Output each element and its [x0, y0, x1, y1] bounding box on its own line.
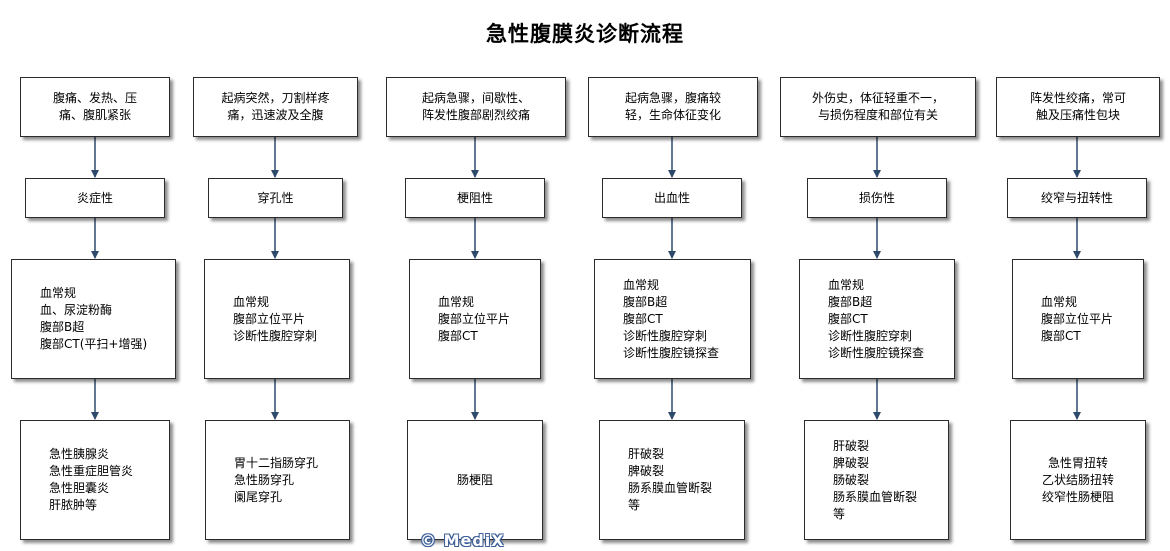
exam-text: 血常规 血、尿淀粉酶 腹部B超 腹部CT(平扫+增强): [40, 286, 148, 351]
type-box-hemorrhage: 出血性: [602, 178, 742, 218]
exam-text: 血常规 腹部立位平片 腹部CT: [438, 294, 511, 343]
type-box-injury: 损伤性: [807, 178, 947, 218]
diagnosis-box-hemorrhage: 肝破裂 脾破裂 肠系膜血管断裂 等: [599, 420, 745, 540]
symptom-box-injury: 外伤史，体征轻重不一， 与损伤程度和部位有关: [780, 77, 976, 137]
exam-text: 血常规 腹部立位平片 腹部CT: [1041, 294, 1114, 343]
type-text: 梗阻性: [456, 190, 493, 205]
type-text: 损伤性: [858, 190, 895, 205]
exam-text: 血常规 腹部立位平片 诊断性腹腔穿刺: [233, 294, 318, 343]
type-box-perforation: 穿孔性: [208, 178, 343, 218]
exam-box-hemorrhage: 血常规 腹部B超 腹部CT 诊断性腹腔穿刺 诊断性腹腔镜探查: [594, 259, 751, 379]
symptom-text: 起病急骤，腹痛较 轻，生命体征变化: [624, 91, 721, 122]
symptom-box-obstruction: 起病急骤，间歇性、 阵发性腹部剧烈绞痛: [386, 77, 566, 137]
exam-text: 血常规 腹部B超 腹部CT 诊断性腹腔穿刺 诊断性腹腔镜探查: [828, 277, 925, 360]
diagnosis-text: 急性胰腺炎 急性重症胆管炎 急性胆囊炎 肝脓肿等: [49, 447, 134, 512]
diagnosis-box-injury: 肝破裂 脾破裂 肠破裂 肠系膜血管断裂 等: [804, 420, 949, 540]
diagnosis-text: 肝破裂 脾破裂 肠破裂 肠系膜血管断裂 等: [833, 438, 918, 521]
diagnosis-text: 胃十二指肠穿孔 急性肠穿孔 阑尾穿孔: [234, 455, 319, 504]
symptom-box-inflammatory: 腹痛、发热、压 痛、腹肌紧张: [20, 77, 170, 137]
diagnosis-text: 肝破裂 脾破裂 肠系膜血管断裂 等: [628, 447, 713, 512]
diagnosis-text: 肠梗阻: [456, 472, 493, 487]
type-text: 绞窄与扭转性: [1040, 190, 1113, 205]
symptom-box-hemorrhage: 起病急骤，腹痛较 轻，生命体征变化: [588, 77, 758, 137]
type-box-strangulation: 绞窄与扭转性: [1007, 178, 1147, 218]
symptom-text: 起病突然，刀割样疼 痛，迅速波及全腹: [221, 91, 330, 122]
diagnosis-box-perforation: 胃十二指肠穿孔 急性肠穿孔 阑尾穿孔: [205, 420, 350, 540]
exam-box-obstruction: 血常规 腹部立位平片 腹部CT: [409, 259, 541, 379]
diagnosis-text: 急性胃扭转 乙状结肠扭转 绞窄性肠梗阻: [1041, 455, 1114, 504]
symptom-text: 阵发性绞痛，常可 触及压痛性包块: [1029, 91, 1126, 122]
diagnosis-box-obstruction: 肠梗阻: [407, 420, 543, 540]
symptom-box-perforation: 起病突然，刀割样疼 痛，迅速波及全腹: [193, 77, 358, 137]
exam-box-injury: 血常规 腹部B超 腹部CT 诊断性腹腔穿刺 诊断性腹腔镜探查: [799, 259, 955, 379]
symptom-box-strangulation: 阵发性绞痛，常可 触及压痛性包块: [996, 77, 1160, 137]
exam-box-perforation: 血常规 腹部立位平片 诊断性腹腔穿刺: [204, 259, 350, 379]
symptom-text: 外伤史，体征轻重不一， 与损伤程度和部位有关: [811, 91, 944, 122]
watermark: © MediX: [420, 531, 505, 550]
symptom-text: 起病急骤，间歇性、 阵发性腹部剧烈绞痛: [421, 91, 530, 122]
exam-box-strangulation: 血常规 腹部立位平片 腹部CT: [1012, 259, 1144, 379]
type-text: 穿孔性: [257, 190, 294, 205]
type-text: 炎症性: [76, 190, 113, 205]
diagram-title: 急性腹膜炎诊断流程: [486, 22, 684, 46]
type-box-inflammatory: 炎症性: [25, 178, 165, 218]
diagnosis-box-inflammatory: 急性胰腺炎 急性重症胆管炎 急性胆囊炎 肝脓肿等: [20, 420, 170, 540]
diagnosis-box-strangulation: 急性胃扭转 乙状结肠扭转 绞窄性肠梗阻: [1010, 420, 1146, 540]
symptom-text: 腹痛、发热、压 痛、腹肌紧张: [52, 91, 137, 122]
type-box-obstruction: 梗阻性: [405, 178, 545, 218]
exam-text: 血常规 腹部B超 腹部CT 诊断性腹腔穿刺 诊断性腹腔镜探查: [623, 277, 720, 360]
type-text: 出血性: [653, 190, 690, 205]
exam-box-inflammatory: 血常规 血、尿淀粉酶 腹部B超 腹部CT(平扫+增强): [11, 259, 176, 379]
